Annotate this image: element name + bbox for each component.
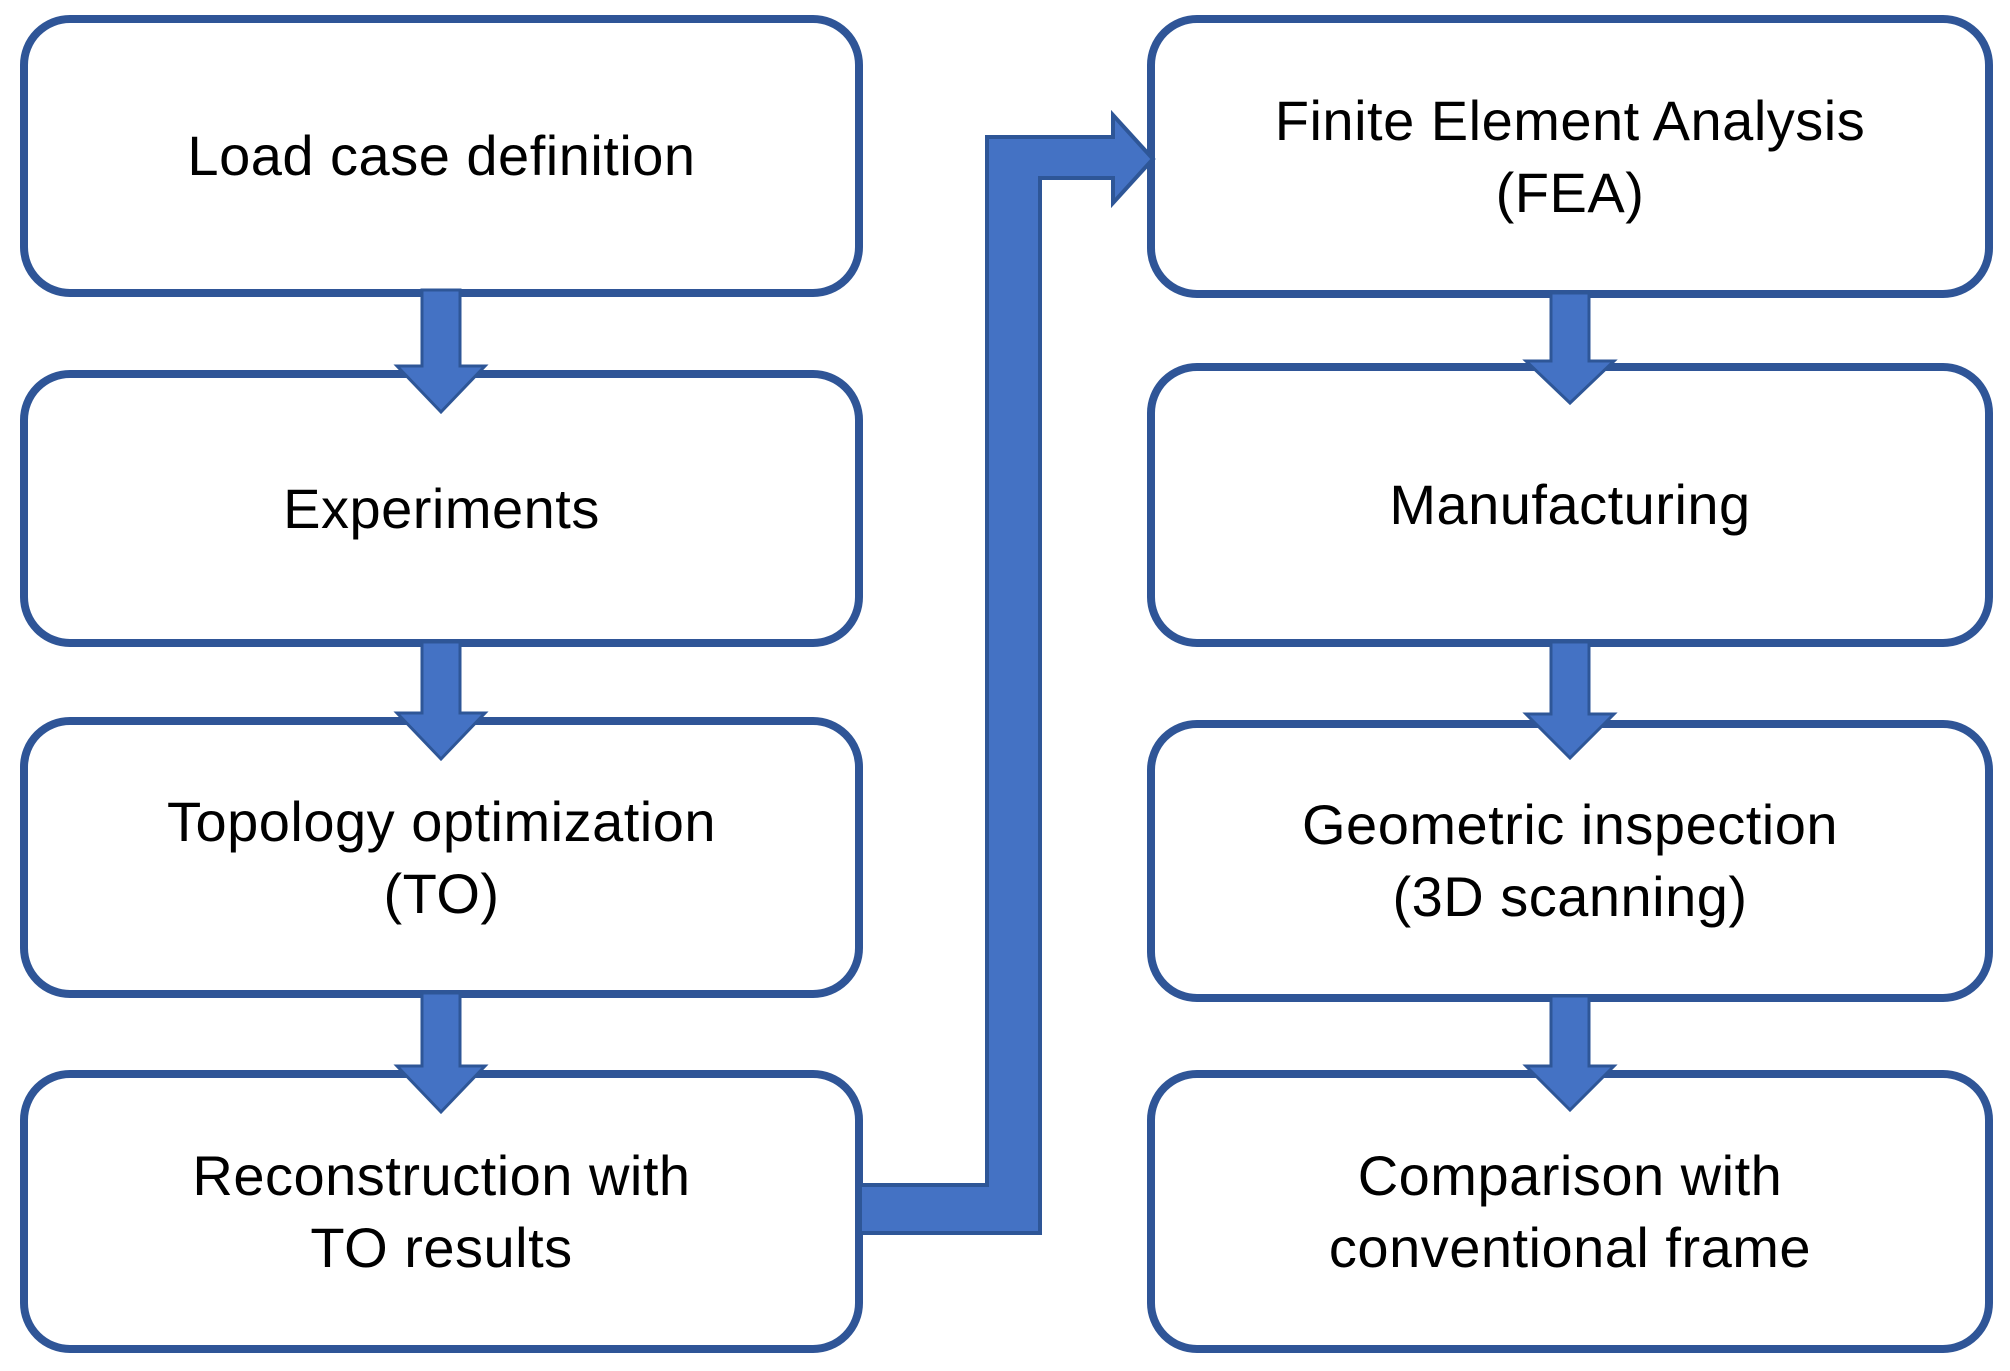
node-load-case-definition: Load case definition — [20, 15, 863, 297]
node-label: Reconstruction with — [192, 1143, 691, 1207]
node-label: Comparison with — [1357, 1143, 1783, 1207]
node-comparison-conventional-frame: Comparison with conventional frame — [1147, 1070, 1993, 1353]
node-label: (FEA) — [1495, 160, 1645, 224]
node-label: Topology optimization — [166, 789, 717, 853]
node-finite-element-analysis: Finite Element Analysis (FEA) — [1147, 15, 1993, 298]
node-geometric-inspection: Geometric inspection (3D scanning) — [1147, 720, 1993, 1002]
node-label: Manufacturing — [1389, 473, 1751, 537]
node-label: (TO) — [383, 861, 500, 925]
node-manufacturing: Manufacturing — [1147, 363, 1993, 647]
node-label: TO results — [310, 1215, 573, 1279]
node-label: Geometric inspection — [1301, 793, 1838, 857]
node-label: Finite Element Analysis — [1274, 88, 1866, 152]
node-label: Experiments — [283, 476, 600, 540]
node-reconstruction-with-to-results: Reconstruction with TO results — [20, 1070, 863, 1353]
node-topology-optimization: Topology optimization (TO) — [20, 717, 863, 998]
node-label: Load case definition — [187, 124, 696, 188]
node-experiments: Experiments — [20, 370, 863, 647]
elbow-arrow-reconstruction-to-fea — [858, 109, 1156, 1235]
node-label: (3D scanning) — [1392, 865, 1748, 928]
node-label: conventional frame — [1328, 1215, 1812, 1279]
